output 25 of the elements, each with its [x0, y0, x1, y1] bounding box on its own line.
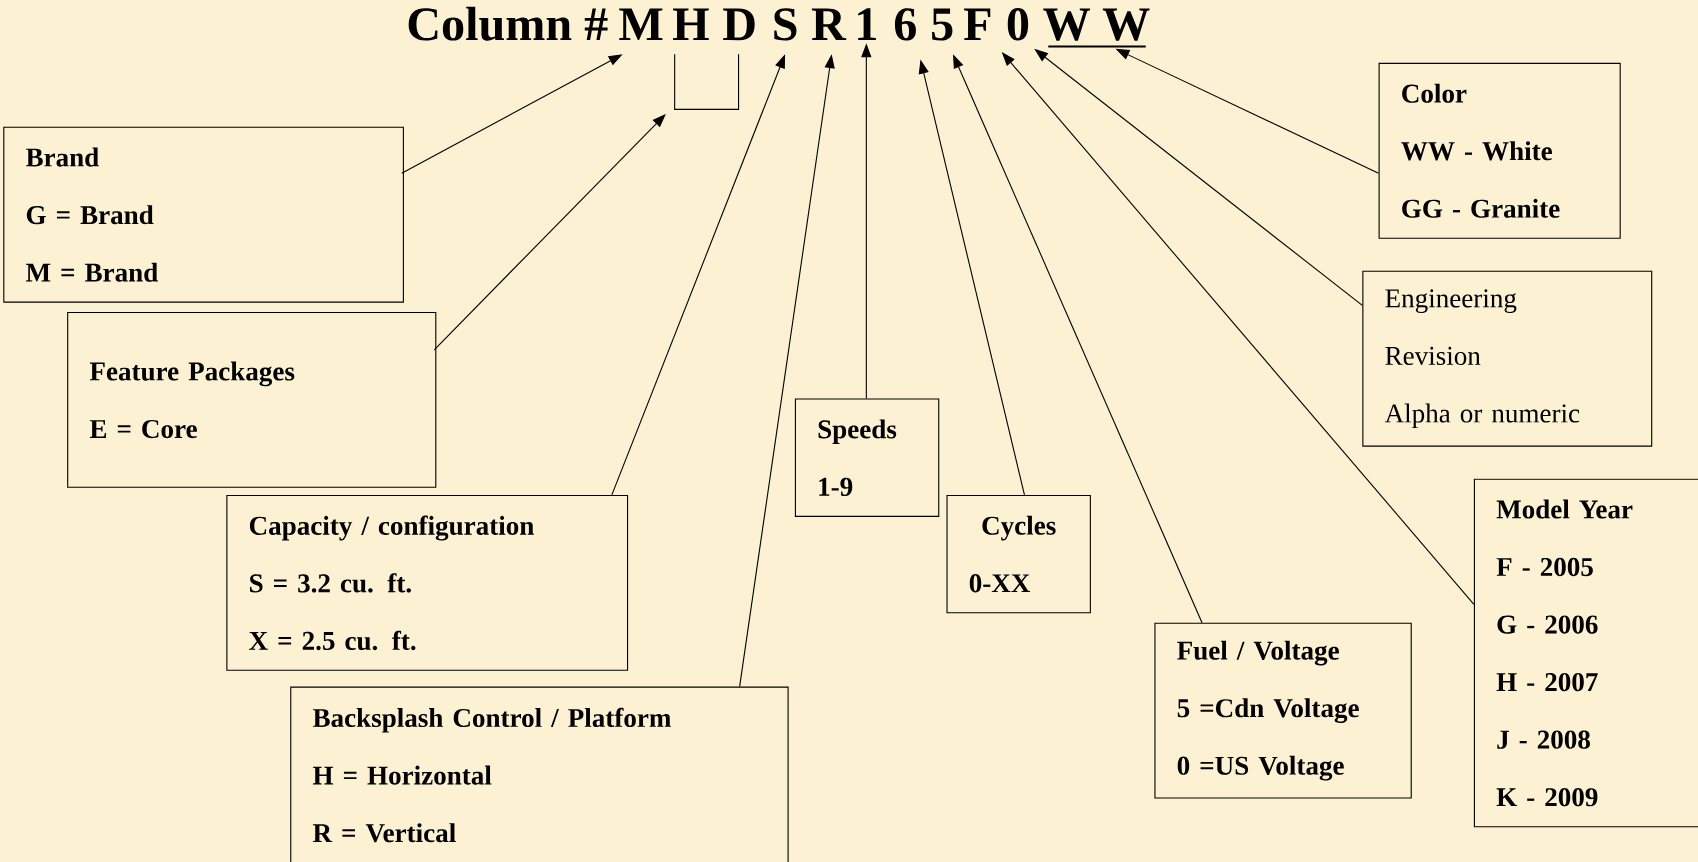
legend-box: Speeds 1-9 [794, 398, 940, 517]
legend-box: Brand G = Brand M = Brand [3, 126, 404, 303]
code-letter: S [774, 8, 797, 41]
legend-box: Fuel / Voltage 5 =Cdn Voltage 0 =US Voltage [1154, 622, 1412, 799]
code-letter: H [673, 8, 709, 41]
bracket [674, 53, 740, 110]
code-letter: F [964, 8, 991, 41]
code-letter: M [619, 8, 663, 41]
legend-box: Feature Packages E = Core [67, 311, 437, 488]
code-letter: 1 [858, 8, 876, 41]
code-letter: 5 [932, 8, 953, 41]
title: Column # [408, 6, 608, 41]
code-letter: 6 [894, 8, 916, 41]
legend-box: Color WW - White GG - Granite [1378, 62, 1621, 239]
code-letter: W [1043, 8, 1090, 41]
code-letter: D [723, 8, 755, 41]
legend-box: Backsplash Control / Platform H = Horizontal R = Vertical [290, 686, 789, 862]
legend-box: Capacity / configuration S = 3.2 cu. ft. X = 2.5 cu. ft. [226, 494, 629, 671]
code-letter: R [811, 8, 847, 41]
underline [1048, 45, 1146, 48]
code-letter: 0 [1007, 8, 1029, 41]
code-letter: W [1102, 8, 1150, 41]
legend-box: Engineering Revision Alpha or numeric [1362, 270, 1653, 447]
legend-box: Cycles 0-XX [946, 494, 1091, 614]
legend-box: Model Year F - 2005 G - 2006 H - 2007 J - 2008 K - 2009 [1473, 478, 1698, 828]
